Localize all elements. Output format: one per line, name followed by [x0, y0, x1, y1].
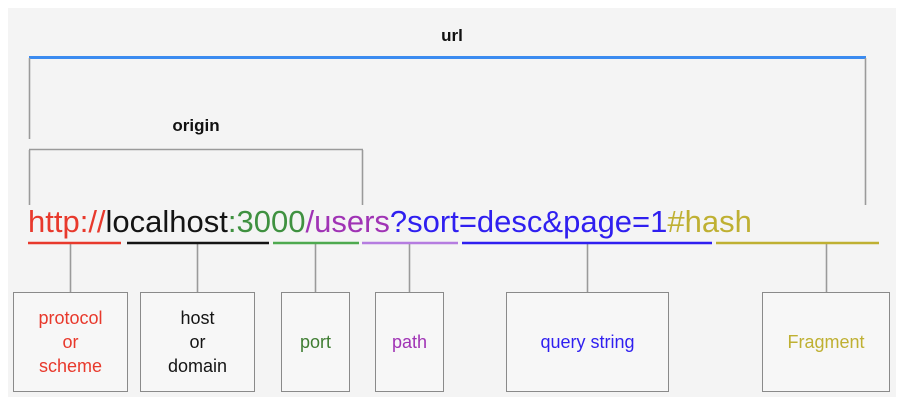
port-box: port	[281, 292, 350, 392]
url-bracket-label: url	[441, 26, 463, 45]
fragment-box-label: Fragment	[787, 332, 865, 352]
port-box-label: port	[299, 332, 332, 352]
url-segment-protocol: http://	[28, 204, 106, 239]
url-segment-fragment: #hash	[667, 204, 752, 239]
url-segment-host: localhost	[105, 204, 228, 239]
origin-bracket-label: origin	[172, 116, 220, 135]
protocol-box: protocol or scheme	[13, 292, 128, 392]
host-box-label: host or domain	[167, 308, 228, 376]
path-box-label: path	[391, 332, 428, 352]
url-segment-query: ?sort=desc&page=1	[389, 204, 668, 239]
path-box: path	[375, 292, 444, 392]
url-segment-path: /users	[305, 204, 390, 239]
query-box-label: query string	[540, 332, 635, 352]
url-string: http://localhost:3000/users?sort=desc&pa…	[28, 203, 752, 241]
fragment-box: Fragment	[762, 292, 890, 392]
host-box: host or domain	[140, 292, 255, 392]
query-box: query string	[506, 292, 669, 392]
protocol-box-label: protocol or scheme	[38, 308, 103, 376]
url-segment-port: :3000	[227, 204, 306, 239]
